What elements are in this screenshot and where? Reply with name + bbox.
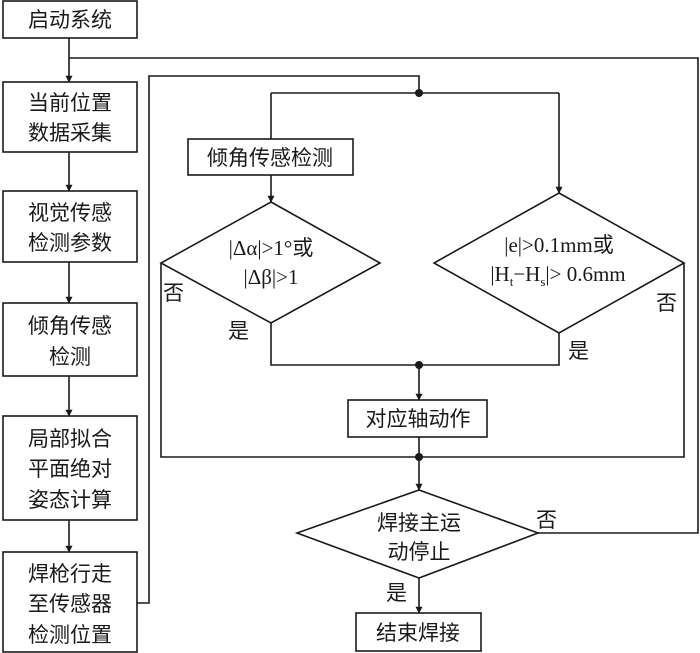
step-vision: 视觉传感 检测参数 bbox=[2, 190, 138, 263]
end-label: 结束焊接 bbox=[376, 621, 460, 645]
step-start: 启动系统 bbox=[2, 0, 138, 39]
step-collect-line1: 当前位置 bbox=[28, 91, 112, 115]
step-tilt-line2: 检测 bbox=[49, 345, 91, 369]
step-tilt: 倾角传感 检测 bbox=[2, 302, 138, 377]
step-move-line1: 焊枪行走 bbox=[28, 562, 112, 586]
loop-tilt-label: 倾角传感检测 bbox=[207, 146, 333, 170]
step-fit-line3: 姿态计算 bbox=[28, 488, 112, 512]
step-fit-line2: 平面绝对 bbox=[28, 457, 112, 481]
step-move-line3: 检测位置 bbox=[28, 623, 112, 647]
junction-dot bbox=[415, 89, 423, 97]
loop-return-no-stop bbox=[69, 57, 699, 534]
step-fit: 局部拟合 平面绝对 姿态计算 bbox=[2, 415, 138, 521]
label-no-angle: 否 bbox=[163, 281, 184, 305]
step-collect: 当前位置 数据采集 bbox=[2, 81, 138, 153]
label-no-stop: 否 bbox=[536, 508, 557, 532]
step-collect-line2: 数据采集 bbox=[28, 121, 112, 145]
step-move: 焊枪行走 至传感器 检测位置 bbox=[2, 551, 138, 653]
step-tilt-line1: 倾角传感 bbox=[28, 314, 112, 338]
decision-deviation: |e|>0.1mm或 |Ht−Hs|> 0.6mm bbox=[432, 192, 686, 334]
step-vision-line2: 检测参数 bbox=[28, 231, 112, 255]
label-yes-angle: 是 bbox=[228, 319, 249, 343]
loop-tilt-box: 倾角传感检测 bbox=[187, 138, 354, 176]
decision-angle-line1: |Δα|>1°或 bbox=[229, 236, 314, 260]
decision-stop: 焊接主运 动停止 bbox=[294, 489, 541, 579]
decision-deviation-line1: |e|>0.1mm或 bbox=[504, 233, 614, 257]
decision-deviation-line2: |Ht−Hs|> 0.6mm bbox=[490, 262, 625, 289]
connector-yes-merge bbox=[270, 323, 560, 366]
decision-stop-line2: 动停止 bbox=[388, 540, 451, 564]
label-no-deviation: 否 bbox=[656, 291, 677, 315]
label-yes-stop: 是 bbox=[386, 581, 407, 605]
decision-angle: |Δα|>1°或 |Δβ|>1 bbox=[159, 201, 382, 324]
action-label: 对应轴动作 bbox=[366, 407, 471, 431]
decision-stop-line1: 焊接主运 bbox=[377, 511, 461, 535]
end-box: 结束焊接 bbox=[355, 612, 482, 652]
step-start-label: 启动系统 bbox=[28, 8, 112, 32]
action-box: 对应轴动作 bbox=[347, 399, 488, 438]
decision-angle-line2: |Δβ|>1 bbox=[244, 265, 299, 289]
step-move-line2: 至传感器 bbox=[28, 592, 112, 616]
step-vision-line1: 视觉传感 bbox=[28, 201, 112, 225]
connector-move-to-loop bbox=[137, 75, 420, 604]
label-yes-deviation: 是 bbox=[568, 339, 589, 363]
step-fit-line1: 局部拟合 bbox=[28, 427, 112, 451]
